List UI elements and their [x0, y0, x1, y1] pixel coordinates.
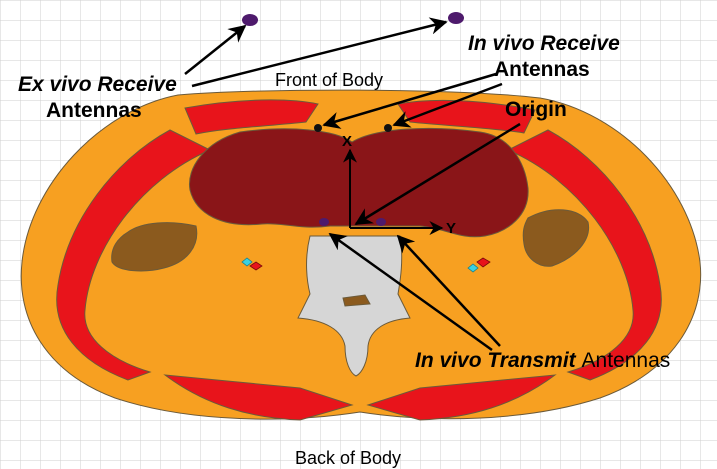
origin-label: Origin: [505, 99, 567, 120]
front-of-body-label: Front of Body: [275, 71, 383, 89]
axis-y-label: Y: [446, 221, 456, 236]
in-vivo-receive-antennas-label: Antennas: [494, 59, 590, 80]
in-vivo-receive-antenna-right: [384, 124, 392, 132]
in-vivo-transmit-antenna-left: [319, 218, 329, 226]
in-vivo-receive-antenna-left: [314, 124, 322, 132]
organ-intestine: [189, 128, 528, 236]
ex-vivo-antenna-left: [242, 14, 258, 26]
in-vivo-receive-label: In vivo Receive: [468, 33, 620, 54]
transmit-italic-part: In vivo Transmit: [415, 349, 576, 372]
back-of-body-label: Back of Body: [295, 449, 401, 467]
in-vivo-transmit-antenna-right: [376, 218, 386, 226]
in-vivo-transmit-antennas-label: In vivo Transmit Antennas: [415, 350, 670, 371]
ex-vivo-antennas-label: Antennas: [46, 100, 142, 121]
transmit-plain-part: Antennas: [582, 349, 671, 372]
ex-vivo-antenna-right: [448, 12, 464, 24]
ex-vivo-receive-label: Ex vivo Receive: [18, 74, 177, 95]
axis-x-label: X: [342, 134, 352, 149]
